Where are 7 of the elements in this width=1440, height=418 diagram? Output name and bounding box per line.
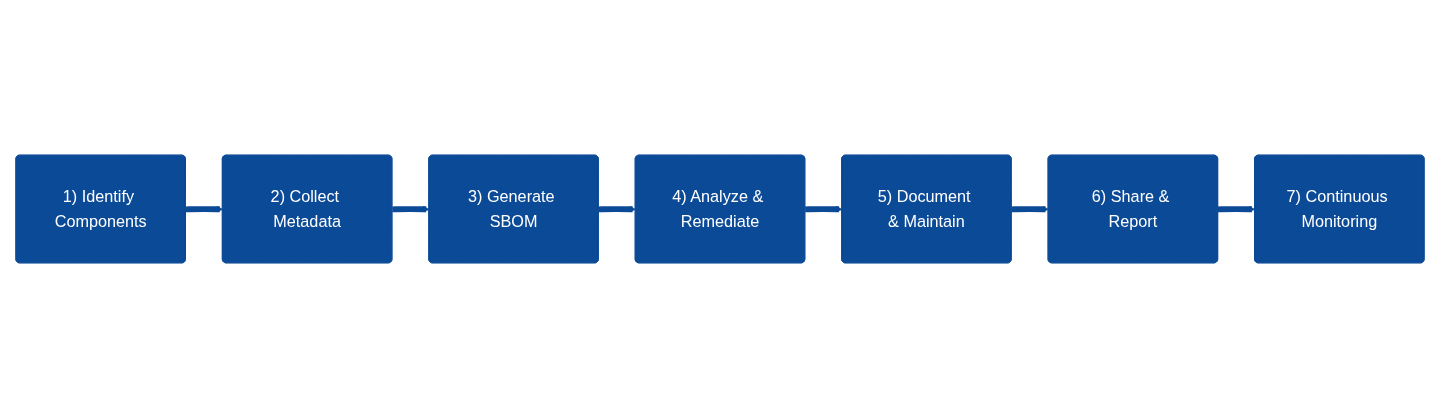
arrow bbox=[598, 206, 636, 213]
arrow bbox=[392, 206, 430, 213]
flowchart: 1) Identify Components 2) Collect Metadata 3) Generate SBOM 4) Analyze & Remediate 5) Document & Maintain 6) Share & Report 7) Continuous Monitoring bbox=[10, 9, 1430, 409]
arrow bbox=[1011, 206, 1049, 213]
arrow bbox=[1217, 206, 1256, 213]
arrow bbox=[805, 206, 843, 213]
arrow bbox=[185, 206, 223, 213]
